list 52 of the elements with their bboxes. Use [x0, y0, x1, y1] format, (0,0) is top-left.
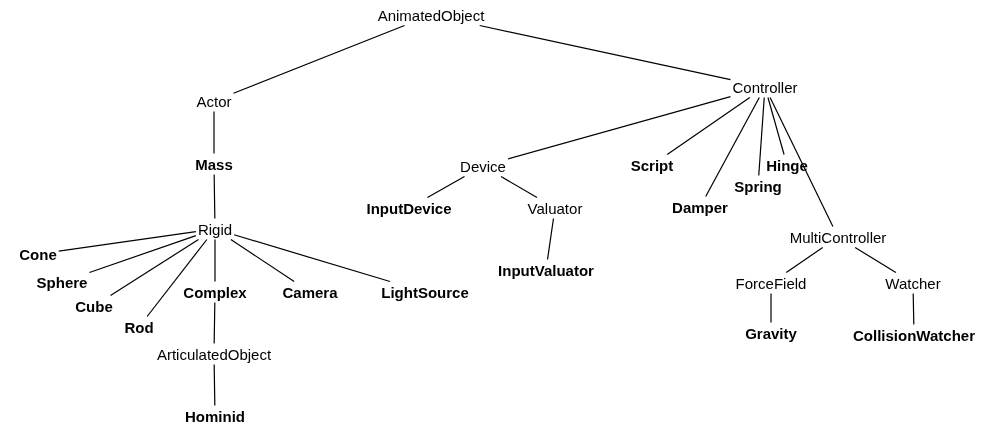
connector-line	[426, 175, 466, 199]
connector-line	[230, 238, 295, 283]
connector-line	[666, 96, 751, 156]
class-name: Cube	[75, 297, 113, 315]
connector-line	[854, 246, 897, 274]
connector-line	[758, 96, 765, 177]
connector-line	[770, 292, 772, 324]
class-name: AnimatedObject	[377, 6, 485, 24]
connector-line	[500, 175, 538, 199]
connector-line	[214, 238, 216, 283]
connector-line	[785, 246, 824, 274]
class-name: Cone	[19, 245, 57, 263]
connector-line	[546, 217, 555, 261]
connector-line	[146, 238, 208, 318]
class-name: LightSource	[381, 283, 469, 301]
class-name: Hominid	[185, 407, 245, 425]
class-name: ArticulatedObject	[156, 345, 272, 363]
class-name: Mass	[195, 155, 233, 173]
class-name: MultiController	[789, 228, 887, 246]
class-name: Rod	[124, 318, 154, 336]
class-name: Valuator	[527, 199, 583, 217]
connector-line	[912, 292, 915, 326]
class-name: Damper	[672, 198, 728, 216]
connector-line	[58, 231, 197, 252]
connector-line	[213, 110, 215, 155]
connector-line	[213, 301, 216, 345]
class-name: Rigid	[197, 220, 233, 238]
class-name: Spring	[734, 177, 782, 195]
connector-line	[507, 96, 732, 160]
connector-line	[109, 238, 200, 297]
class-name: InputValuator	[498, 261, 594, 279]
connector-line	[213, 173, 216, 220]
class-name: CollisionWatcher	[853, 326, 975, 344]
class-name: Actor	[196, 92, 232, 110]
connector-line	[88, 235, 197, 274]
connector-line	[769, 96, 834, 228]
class-name: Sphere	[36, 273, 88, 291]
connector-line	[705, 96, 760, 198]
connector-line	[233, 234, 391, 283]
class-name: Device	[460, 157, 506, 175]
class-name: InputDevice	[366, 199, 452, 217]
class-name: Controller	[732, 78, 798, 96]
class-name: ForceField	[735, 274, 807, 292]
class-name: Camera	[282, 283, 338, 301]
class-name: Watcher	[885, 274, 941, 292]
connector-line	[213, 363, 216, 407]
connector-line	[232, 24, 406, 94]
connector-line	[479, 24, 732, 81]
class-name: Script	[630, 156, 674, 174]
connector-line	[767, 96, 785, 156]
class-name: Gravity	[745, 324, 797, 342]
class-name: Complex	[183, 283, 247, 301]
